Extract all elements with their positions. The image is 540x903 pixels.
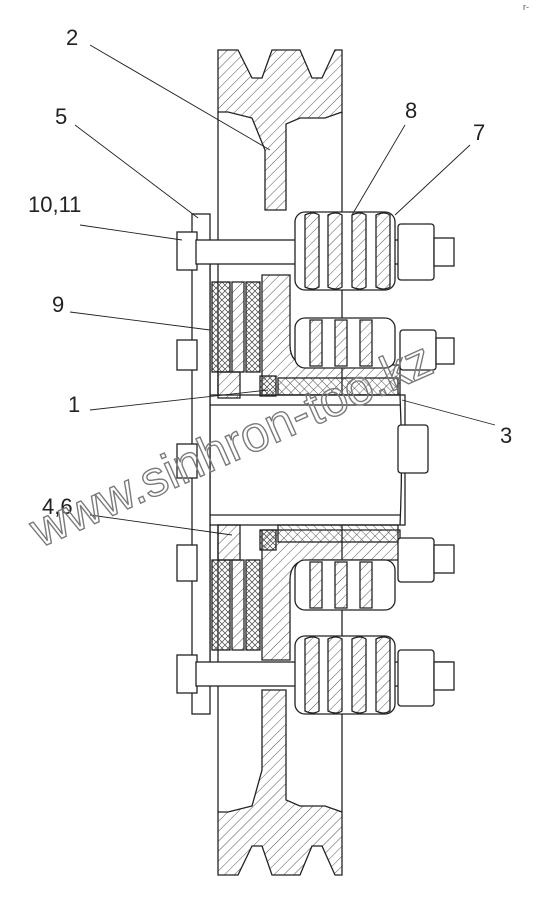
label-4-6: 4,6 — [42, 494, 73, 519]
label-3: 3 — [500, 423, 512, 448]
pulley-rim-bottom — [217, 689, 343, 876]
label-7: 7 — [473, 120, 485, 145]
corner-mark: r- — [523, 2, 529, 12]
label-5: 5 — [55, 104, 67, 129]
springs — [294, 211, 396, 715]
label-1: 1 — [68, 392, 80, 417]
part-labels: 2 5 10,11 9 1 4,6 8 7 3 r- — [28, 2, 529, 519]
label-2: 2 — [66, 25, 78, 50]
label-10-11: 10,11 — [28, 192, 81, 217]
spring-1 — [294, 211, 396, 291]
spring-2 — [294, 317, 396, 369]
spring-3 — [294, 559, 396, 611]
leader-lines — [69, 44, 496, 536]
label-8: 8 — [405, 98, 417, 123]
friction-plates — [199, 264, 277, 661]
label-9: 9 — [52, 292, 64, 317]
spring-4 — [294, 635, 396, 715]
nuts — [397, 223, 455, 707]
